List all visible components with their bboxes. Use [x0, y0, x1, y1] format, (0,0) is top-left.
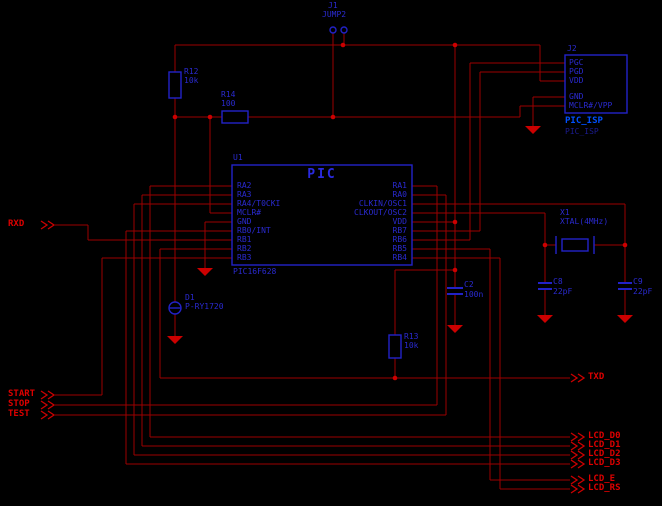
mcu-pin-ra0: RA0 — [392, 190, 407, 199]
mcu-pin-osc1: CLKIN/OSC1 — [358, 199, 407, 208]
c9-ref[interactable]: C9 — [633, 277, 643, 286]
x1-ref[interactable]: X1 — [560, 208, 570, 217]
lcd-d1-arrow-icon — [570, 441, 586, 451]
isp-pin-mclr: MCLR#/VPP — [569, 101, 613, 110]
mcu-pin-ra3: RA3 — [237, 190, 252, 199]
c2-value: 100n — [464, 290, 484, 299]
mcu-title: PIC — [307, 167, 337, 182]
mcu-pin-rb3: RB3 — [237, 253, 252, 262]
stop-arrow-icon — [40, 400, 56, 410]
net-label-lcd-e[interactable]: LCD_E — [588, 474, 616, 484]
mcu-pin-rb2: RB2 — [237, 244, 252, 253]
r14-value: 100 — [221, 99, 236, 108]
net-label-start[interactable]: START — [8, 389, 36, 399]
isp-ref[interactable]: J2 — [567, 44, 577, 53]
test-arrow-icon — [40, 410, 56, 420]
isp-pin-vdd: VDD — [569, 76, 584, 85]
mcu-value: PIC16F628 — [233, 267, 277, 276]
net-label-lcd-d1[interactable]: LCD_D1 — [588, 440, 621, 450]
component-symbols — [168, 26, 632, 359]
gnd-symbol — [617, 315, 633, 323]
isp-pin-gnd: GND — [569, 92, 584, 101]
gnd-symbol — [525, 126, 541, 134]
net-label-txd[interactable]: TXD — [588, 372, 605, 382]
net-label-test[interactable]: TEST — [8, 409, 30, 419]
wires-layer — [55, 33, 626, 490]
net-label-stop[interactable]: STOP — [8, 399, 30, 409]
gnd-symbol — [197, 268, 213, 276]
lcd-e-arrow-icon — [570, 475, 586, 485]
lcd-d2-arrow-icon — [570, 450, 586, 460]
jumper-pins-symbol[interactable] — [329, 26, 348, 34]
capacitor-c8-symbol[interactable] — [538, 282, 552, 290]
r13-ref[interactable]: R13 — [404, 332, 419, 341]
mcu-pin-mclr: MCLR# — [237, 208, 262, 217]
mcu-ref[interactable]: U1 — [233, 153, 243, 162]
crystal-symbol[interactable] — [555, 236, 595, 254]
txd-arrow-icon — [570, 373, 586, 383]
lcd-d0-arrow-icon — [570, 432, 586, 442]
gnd-symbol — [537, 315, 553, 323]
capacitor-c2-symbol[interactable] — [447, 287, 463, 295]
d1-value: P-RY1720 — [185, 302, 224, 311]
mcu-pin-rb1: RB1 — [237, 235, 252, 244]
gnd-symbol — [447, 325, 463, 333]
net-label-lcd-d2[interactable]: LCD_D2 — [588, 449, 621, 459]
net-label-rxd[interactable]: RXD — [8, 219, 25, 229]
resistor-r12-symbol[interactable] — [168, 71, 182, 99]
mcu-pin-gnd: GND — [237, 217, 252, 226]
junction-dots — [172, 42, 628, 381]
lcd-d3-arrow-icon — [570, 459, 586, 469]
isp-value: PIC_ISP — [565, 127, 599, 136]
resistor-r13-symbol[interactable] — [388, 334, 402, 359]
mcu-pin-rb6: RB6 — [392, 235, 407, 244]
r14-ref[interactable]: R14 — [221, 90, 236, 99]
start-arrow-icon — [40, 390, 56, 400]
mcu-pin-vdd: VDD — [392, 217, 407, 226]
mcu-pin-rb0: RB0/INT — [237, 226, 271, 235]
isp-pin-pgd: PGD — [569, 67, 584, 76]
capacitor-c9-symbol[interactable] — [618, 282, 632, 290]
r12-value: 10k — [184, 76, 199, 85]
jumper-ref[interactable]: J1 — [328, 1, 338, 10]
c8-value: 22pF — [553, 287, 573, 296]
mcu-pin-rb7: RB7 — [392, 226, 407, 235]
lcd-rs-arrow-icon — [570, 484, 586, 494]
net-label-lcd-d3[interactable]: LCD_D3 — [588, 458, 621, 468]
mcu-pin-osc2: CLKOUT/OSC2 — [354, 208, 407, 217]
gnd-symbols — [167, 126, 633, 344]
mcu-pin-ra4: RA4/T0CKI — [237, 199, 281, 208]
mcu-pin-ra1: RA1 — [392, 181, 407, 190]
d1-ref[interactable]: D1 — [185, 293, 195, 302]
c8-ref[interactable]: C8 — [553, 277, 563, 286]
c2-ref[interactable]: C2 — [464, 280, 474, 289]
diode-d1-symbol[interactable] — [168, 301, 182, 315]
mcu-pin-ra2: RA2 — [237, 181, 252, 190]
net-label-lcd-d0[interactable]: LCD_D0 — [588, 431, 621, 441]
mcu-pin-rb5: RB5 — [392, 244, 407, 253]
gnd-symbol — [167, 336, 183, 344]
mcu-pin-rb4: RB4 — [392, 253, 407, 262]
net-arrows — [40, 220, 586, 494]
jumper-value[interactable]: JUMP2 — [322, 10, 347, 19]
c9-value: 22pF — [633, 287, 653, 296]
isp-connector-symbol[interactable] — [564, 54, 628, 114]
isp-pin-pgc: PGC — [569, 58, 584, 67]
x1-value: XTAL(4MHz) — [560, 217, 609, 226]
isp-name[interactable]: PIC_ISP — [565, 116, 603, 126]
net-label-lcd-rs[interactable]: LCD_RS — [588, 483, 621, 493]
r12-ref[interactable]: R12 — [184, 67, 199, 76]
rxd-arrow-icon — [40, 220, 56, 230]
r13-value: 10k — [404, 341, 419, 350]
resistor-r14-symbol[interactable] — [221, 110, 249, 124]
mcu-symbol[interactable] — [231, 164, 413, 266]
